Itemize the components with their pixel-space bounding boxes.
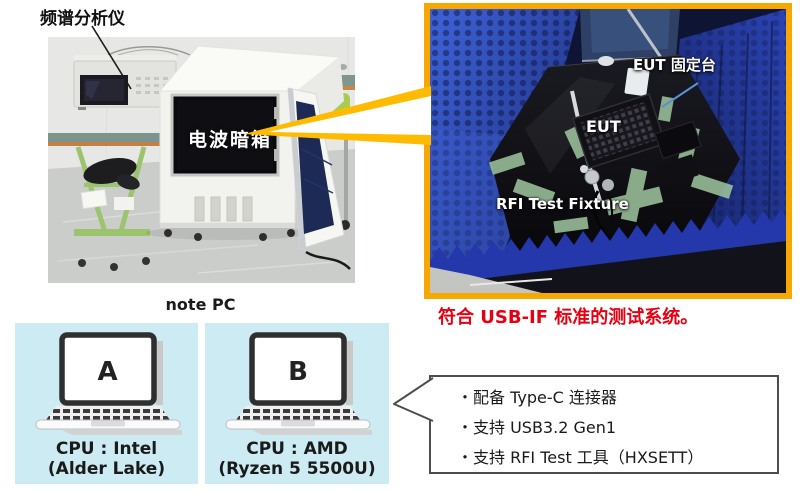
- spectrum-analyzer-label: 频谱分析仪: [40, 9, 125, 29]
- feature-list: ・配备 Type-C 连接器 ・支持 USB3.2 Gen1 ・支持 RFI T…: [431, 377, 777, 473]
- callout-tail: [393, 377, 434, 422]
- callout-item: ・配备 Type-C 连接器: [457, 388, 617, 407]
- eut-label: EUT: [586, 117, 621, 136]
- chamber-setup-illustration: [48, 37, 355, 283]
- laptop-icon: [35, 332, 182, 435]
- laptop-b-cpu: CPU : AMD (Ryzen 5 5500U): [205, 439, 389, 479]
- cpu-detail: (Ryzen 5 5500U): [218, 459, 376, 479]
- eut-fixture-pointer-line: [661, 82, 699, 108]
- chamber-overlay-label: 电波暗箱: [188, 129, 273, 151]
- callout-item: ・支持 USB3.2 Gen1: [457, 418, 617, 437]
- rfi-test-fixture-label: RFI Test Fixture: [496, 195, 629, 213]
- features-callout: ・配备 Type-C 连接器 ・支持 USB3.2 Gen1 ・支持 RFI T…: [429, 375, 779, 474]
- laptop-box-b: B CPU : AMD (Ryzen 5 5500U): [205, 323, 389, 484]
- chamber-interior-illustration: [430, 9, 786, 293]
- laptop-a-icon: A: [32, 331, 182, 436]
- cpu-name: CPU : Intel: [55, 439, 158, 459]
- laptop-a-cpu: CPU : Intel (Alder Lake): [15, 439, 198, 479]
- laptop-icon: [225, 332, 372, 435]
- laptop-a-letter: A: [97, 357, 118, 387]
- chamber-setup-photo: 电波暗箱: [48, 37, 355, 283]
- callout-item: ・支持 RFI Test 工具（HXSETT）: [457, 448, 704, 467]
- laptop-b-letter: B: [288, 357, 308, 387]
- eut-fixture-stage-label: EUT 固定台: [633, 56, 716, 74]
- cpu-detail: (Alder Lake): [47, 459, 166, 479]
- cpu-name: CPU : AMD: [246, 439, 348, 459]
- note-pc-title: note PC: [165, 295, 236, 314]
- compliance-caption: 符合 USB-IF 标准的测试系统。: [438, 307, 699, 328]
- laptop-b-icon: B: [222, 331, 372, 436]
- chamber-interior-photo: EUT 固定台 EUT RFI Test Fixture: [424, 3, 792, 299]
- laptop-box-a: A CPU : Intel (Alder Lake): [15, 323, 198, 484]
